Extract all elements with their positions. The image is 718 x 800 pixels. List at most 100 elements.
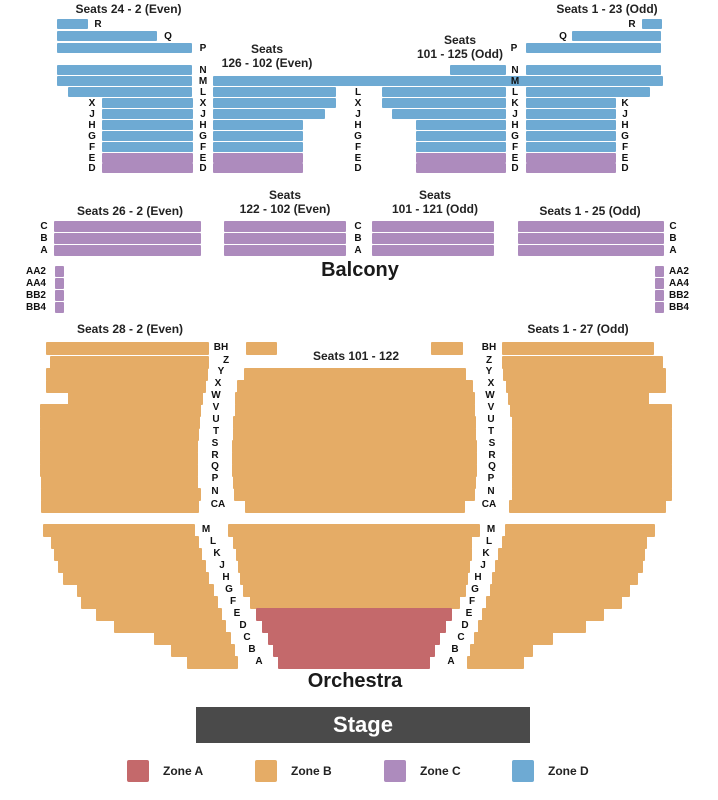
seat-row-orch-front[interactable] bbox=[482, 608, 604, 621]
seat-row-upper-blue[interactable] bbox=[213, 98, 336, 108]
seat-row-lower-purple[interactable] bbox=[655, 266, 664, 277]
seat-row-lower-purple[interactable] bbox=[655, 302, 664, 313]
seat-row-lower-purple[interactable] bbox=[55, 266, 64, 277]
seat-row-orch-front[interactable] bbox=[154, 632, 231, 645]
seat-row-orch-front[interactable] bbox=[492, 572, 638, 585]
seat-row-orch-front[interactable] bbox=[114, 620, 226, 633]
seat-row-orch-front[interactable] bbox=[490, 584, 630, 597]
seat-row-orch-front[interactable] bbox=[474, 632, 553, 645]
seat-row-upper-blue[interactable] bbox=[526, 131, 616, 141]
seat-row-orch-front[interactable] bbox=[236, 548, 472, 561]
seat-row-orch-rear[interactable] bbox=[234, 488, 475, 501]
seat-row-upper-blue[interactable] bbox=[213, 131, 303, 141]
seat-row-orch-rear[interactable] bbox=[41, 500, 199, 513]
seat-row-upper-blue[interactable] bbox=[416, 142, 506, 152]
seat-row-orch-front[interactable] bbox=[233, 536, 472, 549]
legend-item-zone-b[interactable]: Zone B bbox=[255, 760, 332, 782]
seat-row-upper-blue[interactable] bbox=[213, 153, 303, 163]
seat-row-orch-rear[interactable] bbox=[235, 392, 475, 405]
seat-row-orch-rear[interactable] bbox=[40, 416, 200, 429]
seat-row-orch-rear[interactable] bbox=[46, 342, 209, 355]
seat-row-orch-front[interactable] bbox=[478, 620, 586, 633]
seat-row-lower-purple[interactable] bbox=[518, 221, 664, 232]
seat-row-orch-front[interactable] bbox=[470, 644, 533, 657]
seat-row-orch-rear[interactable] bbox=[40, 464, 198, 477]
seat-row-orch-front[interactable] bbox=[77, 584, 214, 597]
seat-row-upper-blue[interactable] bbox=[57, 65, 192, 75]
seat-row-orch-rear[interactable] bbox=[232, 452, 477, 465]
seat-row-orch-front[interactable] bbox=[273, 644, 435, 657]
seat-row-upper-blue[interactable] bbox=[57, 31, 157, 41]
seat-row-orch-front[interactable] bbox=[486, 596, 622, 609]
seat-row-orch-rear[interactable] bbox=[508, 392, 649, 405]
seat-row-orch-rear[interactable] bbox=[512, 416, 672, 429]
seat-row-upper-blue[interactable] bbox=[57, 76, 192, 86]
seat-row-orch-front[interactable] bbox=[256, 608, 452, 621]
seat-row-lower-purple[interactable] bbox=[372, 245, 494, 256]
seat-row-upper-blue[interactable] bbox=[642, 19, 662, 29]
seat-row-upper-blue[interactable] bbox=[382, 87, 506, 97]
seat-row-orch-front[interactable] bbox=[171, 644, 235, 657]
seat-row-orch-front[interactable] bbox=[250, 596, 460, 609]
seat-row-orch-rear[interactable] bbox=[512, 488, 672, 501]
seat-row-upper-blue[interactable] bbox=[213, 142, 303, 152]
seat-row-orch-front[interactable] bbox=[54, 548, 202, 561]
seat-row-upper-blue[interactable] bbox=[526, 109, 616, 119]
seat-row-lower-purple[interactable] bbox=[518, 245, 664, 256]
seat-row-upper-blue[interactable] bbox=[392, 109, 506, 119]
seat-row-upper-blue[interactable] bbox=[526, 76, 661, 86]
seat-row-upper-blue[interactable] bbox=[213, 163, 303, 173]
seat-row-upper-blue[interactable] bbox=[416, 120, 506, 130]
legend-item-zone-c[interactable]: Zone C bbox=[384, 760, 461, 782]
seat-row-orch-rear[interactable] bbox=[503, 368, 666, 381]
seat-row-orch-rear[interactable] bbox=[68, 392, 203, 405]
seat-row-upper-blue[interactable] bbox=[526, 87, 650, 97]
seat-row-lower-purple[interactable] bbox=[224, 221, 346, 232]
seat-row-upper-blue[interactable] bbox=[102, 142, 193, 152]
seat-row-orch-front[interactable] bbox=[505, 524, 655, 537]
seat-row-lower-purple[interactable] bbox=[224, 245, 346, 256]
seat-row-lower-purple[interactable] bbox=[655, 278, 664, 289]
seat-row-lower-purple[interactable] bbox=[55, 290, 64, 301]
seat-row-upper-blue[interactable] bbox=[526, 120, 616, 130]
seat-row-orch-rear[interactable] bbox=[40, 452, 198, 465]
seat-row-orch-rear[interactable] bbox=[40, 404, 201, 417]
seat-row-orch-rear[interactable] bbox=[245, 500, 465, 513]
seat-row-orch-front[interactable] bbox=[58, 560, 206, 573]
seat-row-orch-rear[interactable] bbox=[510, 404, 672, 417]
seat-row-orch-front[interactable] bbox=[502, 536, 647, 549]
seat-row-upper-blue[interactable] bbox=[57, 19, 88, 29]
seat-row-upper-blue[interactable] bbox=[102, 120, 193, 130]
seat-row-lower-purple[interactable] bbox=[55, 302, 64, 313]
seat-row-lower-purple[interactable] bbox=[372, 221, 494, 232]
seat-row-orch-rear[interactable] bbox=[233, 428, 476, 441]
seat-row-orch-rear[interactable] bbox=[50, 356, 209, 369]
seat-row-orch-rear[interactable] bbox=[41, 476, 198, 489]
seat-row-upper-blue[interactable] bbox=[102, 153, 193, 163]
seat-row-upper-blue[interactable] bbox=[416, 163, 506, 173]
seat-row-orch-rear[interactable] bbox=[512, 428, 672, 441]
seat-row-orch-rear[interactable] bbox=[232, 440, 477, 453]
seat-row-lower-purple[interactable] bbox=[518, 233, 664, 244]
seat-row-upper-blue[interactable] bbox=[526, 65, 661, 75]
seat-row-orch-front[interactable] bbox=[63, 572, 209, 585]
seat-row-orch-rear[interactable] bbox=[512, 452, 672, 465]
seat-row-orch-front[interactable] bbox=[467, 656, 524, 669]
seat-row-upper-blue[interactable] bbox=[102, 109, 193, 119]
seat-row-upper-blue[interactable] bbox=[526, 98, 616, 108]
seat-row-lower-purple[interactable] bbox=[372, 233, 494, 244]
legend-item-zone-a[interactable]: Zone A bbox=[127, 760, 203, 782]
seat-row-orch-front[interactable] bbox=[81, 596, 218, 609]
seat-row-orch-front[interactable] bbox=[43, 524, 195, 537]
seat-row-lower-purple[interactable] bbox=[54, 233, 201, 244]
seat-row-orch-rear[interactable] bbox=[512, 476, 672, 489]
seat-row-orch-rear[interactable] bbox=[40, 440, 198, 453]
seat-row-upper-blue[interactable] bbox=[102, 163, 193, 173]
seat-row-orch-front[interactable] bbox=[96, 608, 222, 621]
seat-row-orch-rear[interactable] bbox=[502, 356, 663, 369]
seat-row-lower-purple[interactable] bbox=[54, 245, 201, 256]
seat-row-orch-rear[interactable] bbox=[506, 380, 666, 393]
seat-row-orch-front[interactable] bbox=[278, 656, 430, 669]
seat-row-upper-blue[interactable] bbox=[213, 120, 303, 130]
seat-row-orch-front[interactable] bbox=[498, 548, 645, 561]
